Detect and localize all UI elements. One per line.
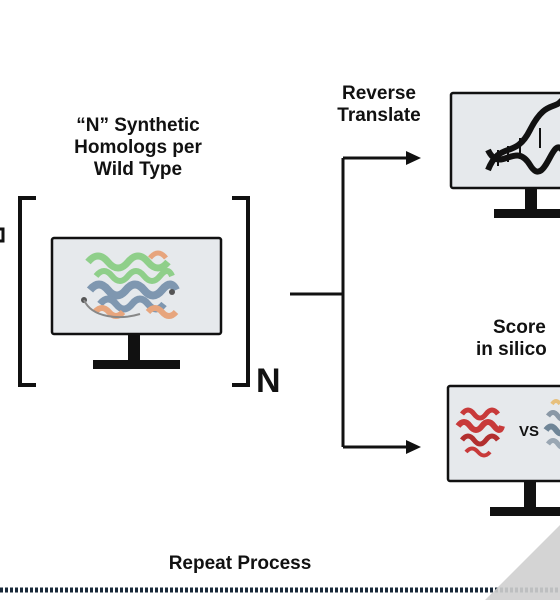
right-bracket — [232, 196, 250, 387]
score-line-2: in silico — [476, 338, 547, 360]
protein-structure-icon — [81, 250, 180, 319]
score-line-1: Score — [493, 317, 546, 338]
arrowhead-top — [406, 151, 421, 165]
red-protein-structure-icon — [455, 407, 505, 458]
homologs-line-3: Wild Type — [93, 158, 183, 180]
homologs-line-1: “N” Synthetic — [76, 115, 200, 136]
n-multiplier-label: N — [256, 362, 281, 400]
score-monitor — [446, 384, 560, 516]
center-monitor — [50, 236, 223, 369]
reverse-line-1: Reverse — [342, 83, 416, 104]
homologs-label: “N” Synthetic Homologs per Wild Type — [52, 115, 224, 181]
reverse-line-2: Translate — [337, 104, 421, 126]
score-label: Score in silico — [470, 317, 560, 361]
vs-label: VS — [519, 423, 540, 440]
reverse-translate-monitor — [449, 91, 560, 218]
grey-protein-structure-icon — [543, 399, 560, 450]
left-bracket — [18, 196, 36, 387]
repeat-process-label: Repeat Process — [168, 553, 312, 574]
branch-connector — [290, 151, 421, 454]
arrowhead-bottom — [406, 440, 421, 454]
offscreen-bracket-fragment — [0, 227, 5, 243]
reverse-translate-label: Reverse Translate — [320, 83, 438, 127]
corner-watermark — [485, 525, 560, 600]
dna-helix-icon — [485, 97, 560, 175]
homologs-line-2: Homologs per — [74, 136, 202, 158]
